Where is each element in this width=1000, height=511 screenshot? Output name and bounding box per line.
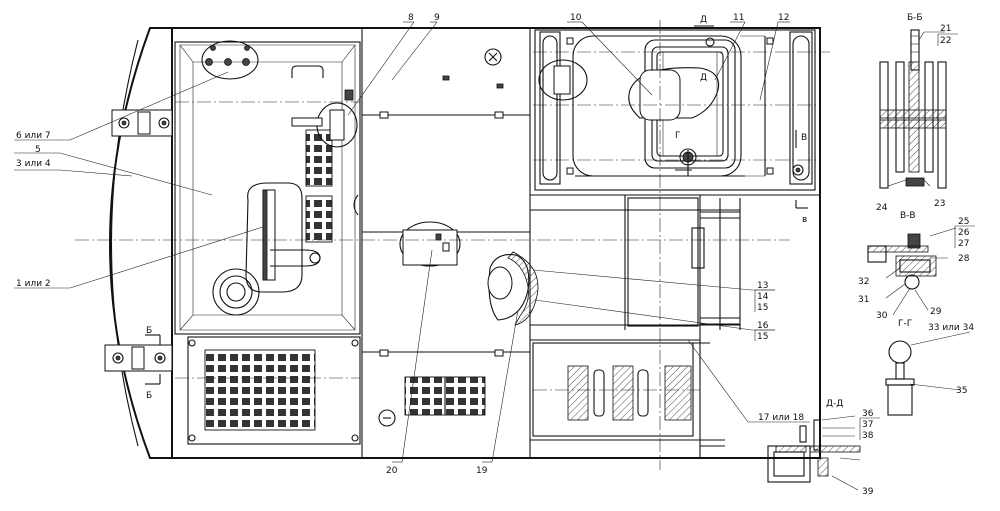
section-view-vv: В-В	[867, 211, 957, 316]
callout-22: 22	[940, 36, 951, 46]
callout-32: 32	[858, 277, 869, 287]
callout-28: 28	[958, 254, 970, 264]
section-mark-b-lower: Б	[146, 391, 152, 401]
section-view-bb: Б-Б	[879, 13, 947, 189]
callout-5: 5	[35, 145, 41, 155]
section-title-bb: Б-Б	[907, 13, 923, 23]
callout-6: 6 или 7	[16, 131, 51, 141]
callout-19: 19	[476, 466, 488, 476]
callout-39: 39	[862, 487, 874, 497]
callout-31: 31	[858, 295, 869, 305]
callout-13: 13	[757, 281, 768, 291]
section-mark-g: Г	[675, 131, 681, 141]
callout-15a: 15	[757, 303, 768, 313]
section-markers: Б Б В в Г Д Д	[145, 15, 808, 401]
callout-underlines	[754, 33, 975, 440]
right-upper-compartment	[534, 29, 816, 191]
callout-11: 11	[733, 13, 744, 23]
callout-12: 12	[778, 13, 789, 23]
section-title-vv: В-В	[900, 211, 916, 221]
callout-24: 24	[876, 203, 888, 213]
section-mark-d-mid: Д	[700, 73, 707, 83]
callout-15b: 15	[757, 332, 768, 342]
hull-brackets	[104, 109, 173, 372]
callout-labels: 1 или 2 3 или 4 5 6 или 7 8 9 10 11 12 1…	[16, 13, 974, 497]
callout-14: 14	[757, 292, 769, 302]
callout-37: 37	[862, 420, 873, 430]
section-mark-b-upper: Б	[146, 326, 152, 336]
vent-panel	[187, 336, 361, 445]
right-middle-compartment	[627, 197, 741, 330]
section-title-gg: Г-Г	[898, 319, 912, 329]
cabin-room	[174, 40, 361, 335]
section-mark-v-right: В	[801, 133, 807, 143]
section-view-dd: Д-Д	[767, 399, 861, 491]
callout-10: 10	[570, 13, 582, 23]
callout-9: 9	[434, 13, 440, 23]
section-title-dd: Д-Д	[826, 399, 843, 409]
callout-3: 3 или 4	[16, 159, 51, 169]
battery-compartment	[532, 342, 725, 447]
callout-1: 1 или 2	[16, 279, 51, 289]
callout-21: 21	[940, 24, 951, 34]
callout-29: 29	[930, 307, 942, 317]
middle-compartment	[378, 48, 539, 427]
callout-17: 17 или 18	[758, 413, 804, 423]
callout-35: 35	[956, 386, 967, 396]
callout-33: 33 или 34	[928, 323, 974, 333]
callout-30: 30	[876, 311, 888, 321]
callout-23: 23	[934, 199, 945, 209]
section-mark-v-lower: в	[802, 215, 807, 225]
main-plan	[109, 27, 821, 459]
section-view-gg: Г-Г	[885, 319, 971, 416]
center-lines	[75, 20, 830, 470]
callout-38: 38	[862, 431, 874, 441]
callout-26: 26	[958, 228, 970, 238]
callout-20: 20	[386, 466, 398, 476]
callout-25: 25	[958, 217, 969, 227]
leader-lines	[14, 21, 810, 463]
section-mark-d-top: Д	[700, 15, 707, 25]
callout-16: 16	[757, 321, 769, 331]
callout-36: 36	[862, 409, 874, 419]
callout-8: 8	[408, 13, 414, 23]
callout-27: 27	[958, 239, 969, 249]
